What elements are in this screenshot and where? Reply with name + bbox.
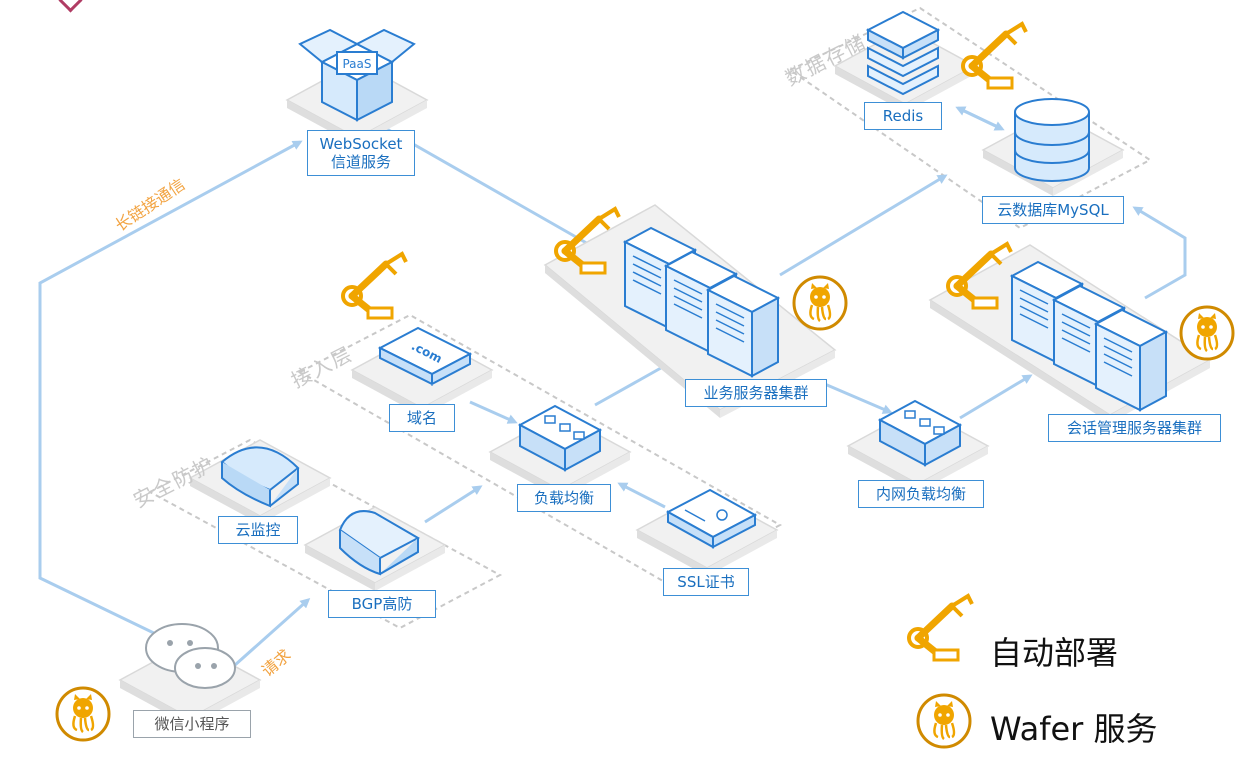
miniprogram-label[interactable]: 微信小程序 [133,710,251,738]
edge-mysql-to-redis [955,106,1003,131]
wechat-icon [145,623,236,689]
wafer-octocat-icon [792,275,848,331]
biz-cluster-label[interactable]: 业务服务器集群 [685,379,827,407]
redis-stack-icon [865,10,941,96]
paas-icon-label: PaaS [342,57,371,71]
websocket-line-1: WebSocket [319,135,403,153]
edge-bgp-to-lb [424,485,483,524]
robot-arm-icon [963,24,1026,88]
zone-access-outline [297,313,783,587]
domain-label[interactable]: 域名 [389,404,455,432]
session-cluster-label[interactable]: 会话管理服务器集群 [1048,414,1221,442]
edge-request [234,598,311,667]
inner-lb-icon [877,399,963,467]
mysql-database-icon [1014,98,1090,182]
load-balancer-label[interactable]: 负载均衡 [517,484,611,512]
edge-long-connection [38,140,303,638]
edge-lb-to-biz [594,362,671,407]
ssl-certificate-icon [665,488,758,549]
domain-dot-com-icon: .com [377,326,473,386]
ssl-cert-label[interactable]: SSL证书 [663,568,749,596]
lb-icon [517,404,603,472]
legend-wafer-octocat-icon [916,693,972,749]
zone-security-outline [147,438,503,630]
bgp-label[interactable]: BGP高防 [328,590,436,618]
legend-robot-arm-icon [909,596,972,660]
edge-ssl-to-lb [617,482,666,509]
bgp-shield-icon [338,510,421,576]
edge-session-to-mysql [1132,206,1187,300]
edge-websocket-to-biz [384,126,591,247]
edge-biz-to-mysql [779,174,948,277]
wafer-octocat-icon [55,686,111,742]
robot-arm-icon [343,254,406,318]
websocket-line-2: 信道服务 [330,153,391,171]
redis-label[interactable]: Redis [864,102,942,130]
edge-domain-to-lb [469,400,518,424]
websocket-service-label[interactable]: WebSocket 信道服务 [307,130,415,176]
edge-biz-to-innerlb [819,380,893,414]
inner-lb-label[interactable]: 内网负载均衡 [858,480,984,508]
cloud-monitor-icon [220,446,300,508]
cloud-monitor-label[interactable]: 云监控 [218,516,298,544]
legend-wafer-service: Wafer 服务 [990,710,1158,748]
legend-auto-deploy: 自动部署 [990,634,1119,672]
paas-box-icon: PaaS [298,28,416,122]
wafer-octocat-icon [1179,305,1235,361]
mysql-label[interactable]: 云数据库MySQL [982,196,1124,224]
connection-lines [38,106,1187,667]
edge-innerlb-to-session [959,374,1033,420]
